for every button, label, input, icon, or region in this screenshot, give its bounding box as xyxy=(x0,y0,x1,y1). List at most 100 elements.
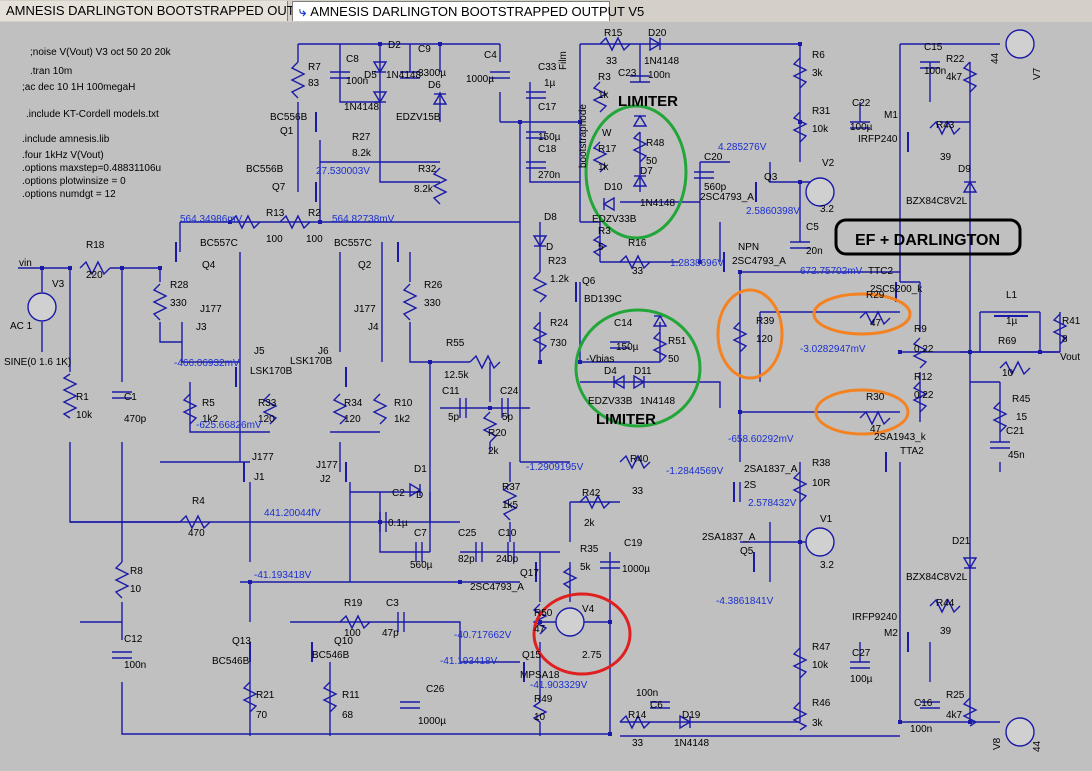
component-label: C20 xyxy=(704,152,723,163)
component-label: 560µ xyxy=(410,560,433,571)
component-label: 1k5 xyxy=(502,500,519,511)
component-label: 330 xyxy=(424,298,441,309)
component-label: 3k xyxy=(812,68,824,79)
component-label: BZX84C8V2L xyxy=(906,196,968,207)
component-label: 220 xyxy=(86,270,103,281)
node-voltage-label: -40.717662V xyxy=(454,630,512,641)
component-label: R23 xyxy=(548,256,567,267)
component-label: R16 xyxy=(628,238,647,249)
tab-schematic-2-label: AMNESIS DARLINGTON BOOTSTRAPPED OUTPUT V… xyxy=(310,4,645,19)
component-label: 50 xyxy=(668,354,680,365)
component-label: 1k2 xyxy=(394,414,411,425)
component-label: 100n xyxy=(346,76,368,87)
component-label: R37 xyxy=(502,482,521,493)
component-label: 10 xyxy=(1002,368,1014,379)
component-label: -Vbias xyxy=(586,354,614,365)
component-label: 470 xyxy=(188,528,205,539)
component-label: R5 xyxy=(202,398,215,409)
component-label: M1 xyxy=(884,110,898,121)
component-label: V8 xyxy=(992,737,1003,750)
component-label: 44 xyxy=(990,52,1001,64)
spice-directive: .include KT-Cordell models.txt xyxy=(26,109,159,120)
component-label: 2S xyxy=(744,480,757,491)
component-label: 33 xyxy=(632,738,644,749)
component-label: 100n xyxy=(924,66,946,77)
component-label: R45 xyxy=(1012,394,1031,405)
schematic-svg[interactable]: EF + DARLINGTON LIMITER LIMITER ;noise V… xyxy=(0,22,1092,766)
component-label: D11 xyxy=(634,366,652,377)
component-label: 120 xyxy=(344,414,361,425)
component-label: 150µ xyxy=(538,132,561,143)
component-label: BD139C xyxy=(584,294,622,305)
component-label: R25 xyxy=(946,690,965,701)
component-label: 2SC5200_k xyxy=(870,284,923,295)
component-label: C17 xyxy=(538,102,557,113)
component-label: C25 xyxy=(458,528,477,539)
component-label: BC557C xyxy=(334,238,372,249)
component-label: C14 xyxy=(614,318,633,329)
schematic-canvas[interactable]: EF + DARLINGTON LIMITER LIMITER ;noise V… xyxy=(0,22,1092,766)
component-label: R6 xyxy=(812,50,825,61)
component-label: R50 xyxy=(534,608,553,619)
component-label: C3 xyxy=(386,598,399,609)
component-label: Q15 xyxy=(522,650,541,661)
node-voltage-label: -4.3861841V xyxy=(716,596,774,607)
component-label: C10 xyxy=(498,528,517,539)
component-label: 120 xyxy=(756,334,773,345)
node-voltage-label: 27.530003V xyxy=(316,166,370,177)
component-label: IRFP240 xyxy=(858,134,898,145)
node-voltage-label: -41.903329V xyxy=(530,680,588,691)
component-label: EDZV33B xyxy=(592,214,637,225)
component-label: Q13 xyxy=(232,636,251,647)
component-label: 10k xyxy=(812,124,829,135)
component-label: 1µ xyxy=(1006,316,1018,327)
component-label: 33 xyxy=(632,266,644,277)
component-label: SINE(0 1.6 1K) xyxy=(4,357,71,368)
spice-directive: .four 1kHz V(Vout) xyxy=(22,150,104,161)
component-label: V4 xyxy=(582,604,595,615)
node-voltage-label: 564.82738mV xyxy=(332,214,395,225)
component-label: D1 xyxy=(414,464,427,475)
component-label: BC556B xyxy=(246,164,284,175)
tab-schematic-1[interactable]: AMNESIS DARLINGTON BOOTSTRAPPED OUTPUT V… xyxy=(0,1,340,21)
component-label: 560p xyxy=(704,182,727,193)
component-label: 68 xyxy=(342,710,354,721)
component-label: D6 xyxy=(428,80,441,91)
component-label: Q7 xyxy=(272,182,286,193)
tab-schematic-2[interactable]: ⤷AMNESIS DARLINGTON BOOTSTRAPPED OUTPUT … xyxy=(292,1,644,21)
component-label: R41 xyxy=(1062,316,1081,327)
component-label: LSK170B xyxy=(290,356,333,367)
component-label: C4 xyxy=(484,50,497,61)
component-label: C5 xyxy=(806,222,819,233)
limiter-top-ellipse xyxy=(584,104,688,240)
component-label: Q5 xyxy=(740,546,754,557)
component-label: C15 xyxy=(924,42,943,53)
component-label: V3 xyxy=(52,279,65,290)
component-label: 15 xyxy=(1016,412,1028,423)
component-label: bootstrapnode xyxy=(578,104,589,168)
component-label: J2 xyxy=(320,474,331,485)
component-label: Q10 xyxy=(334,636,353,647)
component-label: 10k xyxy=(812,660,829,671)
component-label: D9 xyxy=(958,164,971,175)
ef-darlington-box xyxy=(834,218,1022,256)
spice-directives: ;noise V(Vout) V3 oct 50 20 20k.tran 10m… xyxy=(22,47,172,200)
component-label: 100µ xyxy=(850,674,873,685)
component-label: R13 xyxy=(266,208,285,219)
component-label: 100n xyxy=(124,660,146,671)
component-label: R3 xyxy=(598,226,611,237)
component-label: MPSA18 xyxy=(520,670,560,681)
component-label: 1N4148 xyxy=(644,56,679,67)
component-label: R2 xyxy=(308,208,321,219)
limiter-bottom-ellipse xyxy=(574,308,702,428)
component-label: J5 xyxy=(254,346,265,357)
component-label: C9 xyxy=(418,44,431,55)
component-label: J177 xyxy=(354,304,376,315)
node-voltage-label: 2.5860398V xyxy=(746,206,800,217)
component-label: R42 xyxy=(582,488,601,499)
component-label: 4k7 xyxy=(946,710,963,721)
component-label: R51 xyxy=(668,336,687,347)
node-voltage-label: -1.2909195V xyxy=(526,462,584,473)
component-label: 82p xyxy=(458,554,475,565)
component-label: 39 xyxy=(940,626,952,637)
